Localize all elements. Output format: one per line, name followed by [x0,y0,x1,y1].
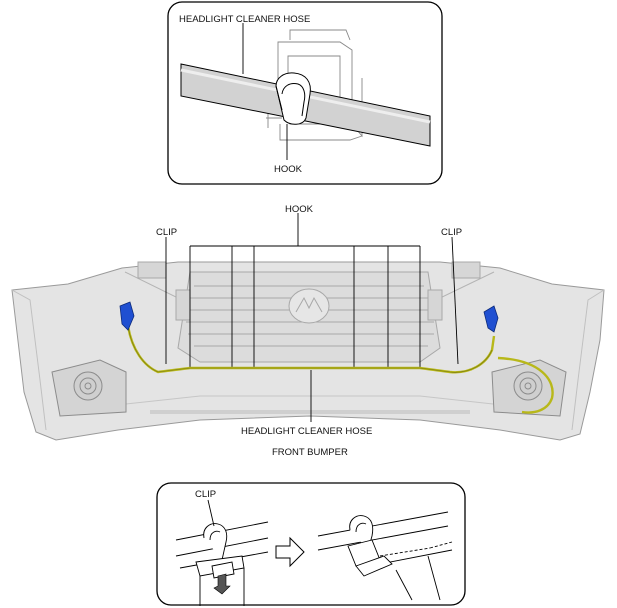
top-hose-label: HEADLIGHT CLEANER HOSE [179,14,310,25]
top-inset-hook [275,72,311,125]
down-arrow-icon [213,573,231,595]
front-bumper-label: FRONT BUMPER [272,447,348,458]
bottom-clip-label: CLIP [195,489,216,500]
headlight-cleaner-hose-label: HEADLIGHT CLEANER HOSE [241,426,372,437]
bottom-inset-panel: CLIP [156,482,466,606]
top-inset-panel: HEADLIGHT CLEANER HOSE HOOK [167,1,443,185]
hook-reference-lines [189,213,421,368]
left-clip-label: CLIP [156,227,177,238]
left-fog-lamp [51,359,127,417]
right-clip-label: CLIP [441,227,462,238]
clip-installed-view [175,521,269,606]
left-connector [119,301,135,331]
bumper-grille [177,271,441,363]
right-arrow-icon [275,536,305,568]
right-connector [483,305,499,333]
right-fog-lamp [491,359,567,417]
clip-removed-view [317,511,453,601]
right-clip-leader [451,236,459,365]
front-bumper-illustration: HOOK CLIP CLIP HEADLIGHT CLEANER HOSE FR… [11,204,605,458]
bottom-clip-leader [207,499,215,527]
hook-label: HOOK [285,204,314,215]
top-hook-label: HOOK [274,164,303,175]
